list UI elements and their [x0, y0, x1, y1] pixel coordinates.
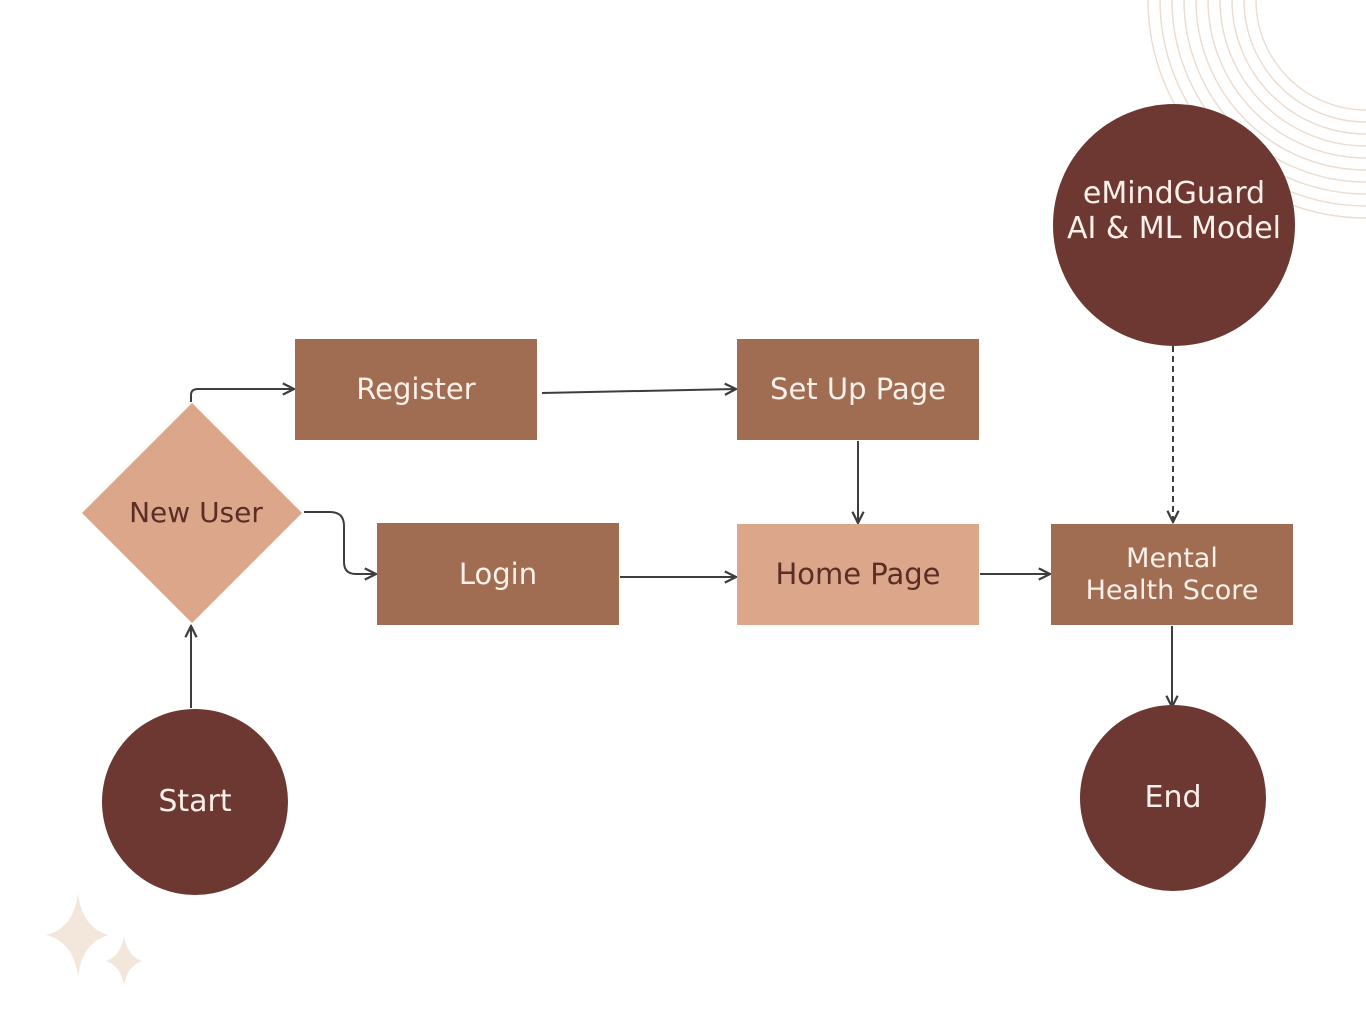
end-label: End — [1144, 780, 1202, 816]
register-label: Register — [356, 372, 476, 407]
connector-new-user-to-register — [190, 389, 294, 402]
mental-health-score-label: Mental Health Score — [1086, 543, 1259, 607]
sparkle-icon — [46, 893, 142, 986]
setup-page-node[interactable]: Set Up Page — [737, 339, 979, 440]
home-page-label: Home Page — [775, 557, 941, 592]
home-page-node[interactable]: Home Page — [737, 524, 979, 625]
end-node[interactable]: End — [1080, 705, 1266, 891]
register-node[interactable]: Register — [295, 339, 537, 440]
mental-health-score-line2: Health Score — [1085, 574, 1259, 606]
login-label: Login — [458, 556, 538, 591]
model-label-line2: AI & ML Model — [1066, 211, 1282, 247]
connector-register-to-setup — [541, 389, 736, 393]
model-label: eMindGuard AI & ML Model — [1067, 176, 1281, 247]
start-label: Start — [158, 784, 232, 820]
model-node[interactable]: eMindGuard AI & ML Model — [1053, 104, 1295, 346]
mental-health-score-node[interactable]: Mental Health Score — [1051, 524, 1293, 625]
setup-page-label: Set Up Page — [770, 372, 946, 407]
model-label-line1: eMindGuard — [1082, 176, 1266, 211]
connector-new-user-to-login — [304, 511, 376, 574]
start-node[interactable]: Start — [102, 709, 288, 895]
new-user-diamond[interactable] — [82, 403, 302, 623]
mental-health-score-line1: Mental — [1126, 542, 1218, 574]
login-node[interactable]: Login — [377, 523, 619, 625]
